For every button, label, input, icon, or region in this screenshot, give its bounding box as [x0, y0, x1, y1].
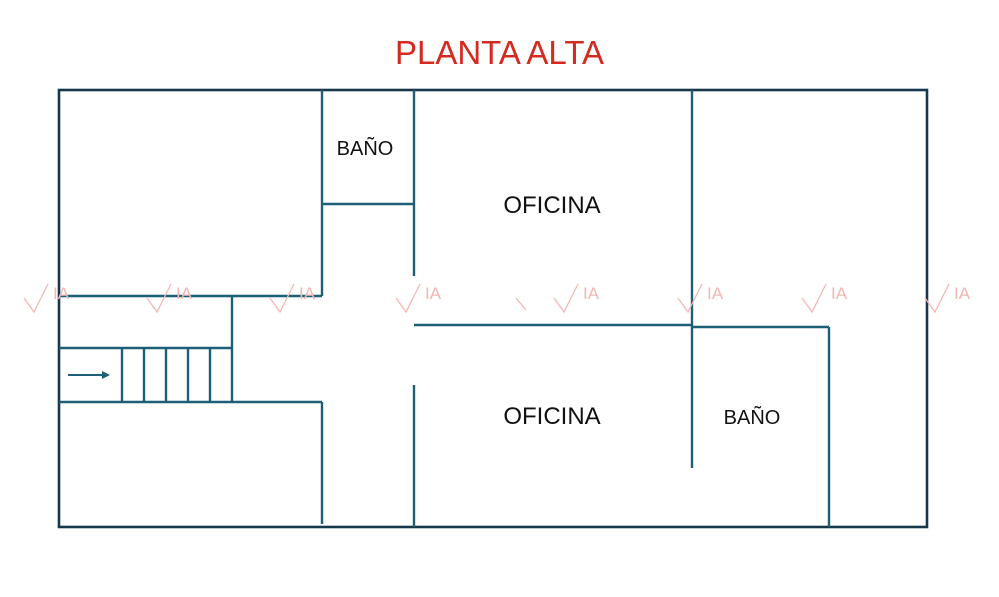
stair-steps	[120, 348, 212, 402]
svg-text:IA: IA	[583, 284, 600, 303]
room-label-oficina-top: OFICINA	[503, 192, 600, 219]
plan-title: PLANTA ALTA	[394, 34, 605, 71]
room-label-bano-right: BAÑO	[724, 405, 781, 429]
outer-wall	[57, 88, 929, 529]
room-label-bano-top: BAÑO	[337, 136, 394, 160]
arrow-right-icon	[68, 371, 110, 379]
svg-text:IA: IA	[299, 284, 316, 303]
svg-text:IA: IA	[425, 284, 442, 303]
svg-text:IA: IA	[176, 284, 193, 303]
svg-text:IA: IA	[831, 284, 848, 303]
svg-text:IA: IA	[53, 284, 70, 303]
svg-text:IA: IA	[954, 284, 971, 303]
room-label-oficina-bottom: OFICINA	[503, 403, 600, 430]
svg-text:IA: IA	[707, 284, 724, 303]
via-logo-watermark: IA IA IA IA IA IA IA IA	[23, 283, 971, 314]
